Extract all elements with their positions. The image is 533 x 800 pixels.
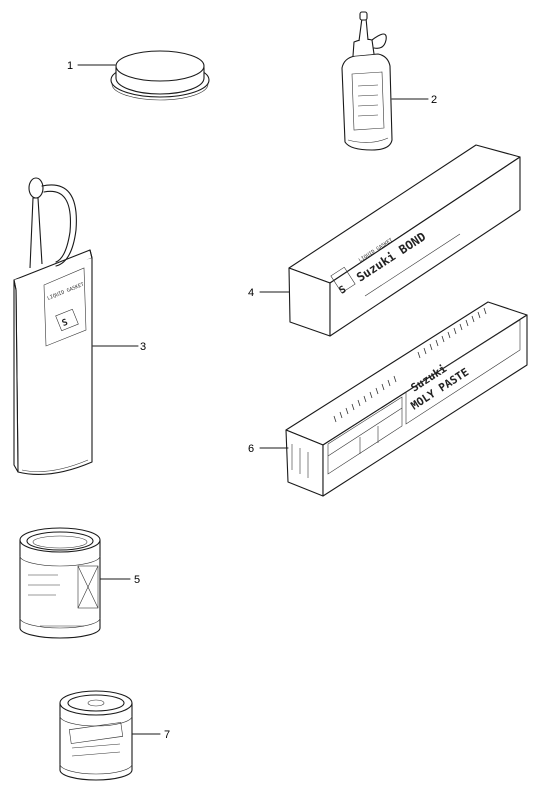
- box6-hatch-top: [417, 307, 487, 359]
- callout-2-label: 2: [431, 94, 437, 106]
- callout-6: 6: [248, 443, 289, 455]
- svg-text:S: S: [61, 318, 70, 329]
- part-1-cap: [110, 50, 210, 101]
- callout-4: 4: [248, 287, 290, 299]
- callout-1-label: 1: [67, 60, 73, 72]
- callout-7-label: 7: [164, 729, 170, 741]
- part-6-moly-paste-box: Suzuki MOLY PASTE: [285, 301, 528, 497]
- part-2-bottle: [341, 11, 393, 151]
- box6-hatch-mid: [333, 375, 397, 423]
- callout-4-label: 4: [248, 287, 254, 299]
- callout-2: 2: [391, 94, 437, 106]
- part-7-tin: [59, 690, 133, 781]
- part-5-can: [19, 527, 101, 639]
- callout-7: 7: [131, 729, 170, 741]
- callout-5-label: 5: [134, 574, 140, 586]
- callout-6-label: 6: [248, 443, 254, 455]
- callout-5: 5: [99, 574, 140, 586]
- callout-3: 3: [92, 341, 146, 353]
- box4-logo: S: [337, 284, 348, 297]
- part-3-oil-can: LIQUID GASKET S: [13, 177, 93, 475]
- callout-3-label: 3: [140, 341, 146, 353]
- callout-1: 1: [67, 60, 116, 72]
- part-4-bond-box: S LIQUID GASKET Suzuki BOND: [288, 144, 521, 337]
